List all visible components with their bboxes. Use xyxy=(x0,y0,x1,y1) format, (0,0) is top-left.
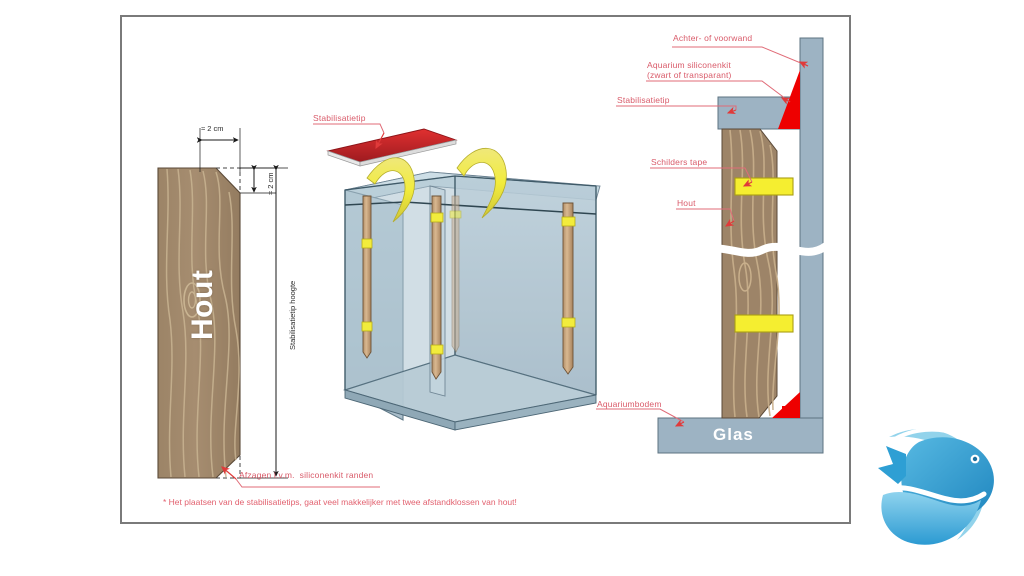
cut-note-leader xyxy=(221,466,380,488)
label-stabilisatietip-right: Stabilisatietip xyxy=(617,95,670,105)
label-aquariumbodem: Aquariumbodem xyxy=(597,399,662,409)
center-aquarium xyxy=(342,171,601,431)
dimension-vertical-label: ≈ 2 cm xyxy=(266,172,275,195)
left-wood-block xyxy=(157,167,241,479)
label-siliconenkit-line2: (zwart of transparant) xyxy=(647,70,732,80)
cut-note-label: Afzagen i.v.m. siliconenkit randen xyxy=(239,470,374,480)
right-cross-section xyxy=(657,37,830,454)
stabilisatietip-height-label: Stabilisatietip hoogte xyxy=(288,280,297,350)
label-siliconenkit-line1: Aquarium siliconenkit xyxy=(647,60,731,70)
left-dimensions xyxy=(196,128,288,479)
center-stabilisatietip-label: Stabilisatietip xyxy=(313,113,366,123)
label-hout-right: Hout xyxy=(677,198,696,208)
stabilisatietip-strip xyxy=(326,128,458,167)
stabilisation-posts xyxy=(361,195,576,380)
footnote: * Het plaatsen van de stabilisatietips, … xyxy=(163,497,517,507)
placement-arrows xyxy=(366,147,507,223)
label-achter-of-voorwand: Achter- of voorwand xyxy=(673,33,753,43)
dimension-horizontal-label: ≈ 2 cm xyxy=(201,124,224,133)
fish-logo xyxy=(877,427,994,545)
center-label-leader xyxy=(313,123,385,150)
right-label-leaders xyxy=(596,46,809,427)
label-schilders-tape: Schilders tape xyxy=(651,157,708,167)
